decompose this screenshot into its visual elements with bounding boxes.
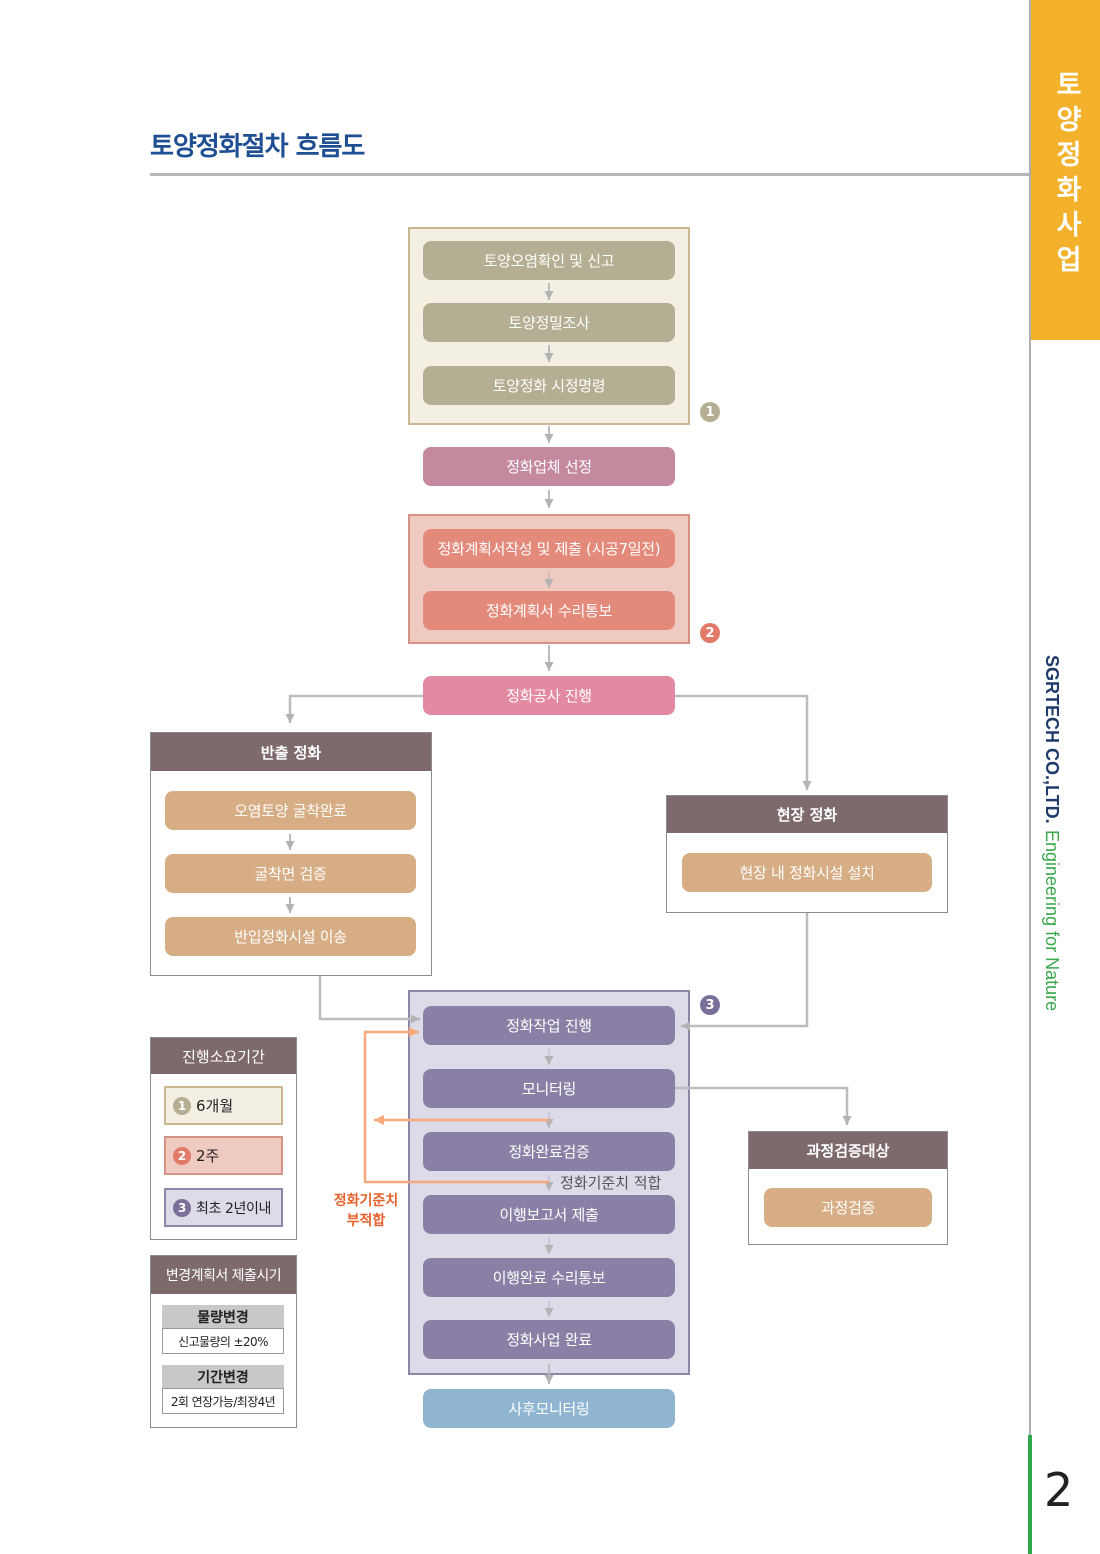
step-transfer-to-facility: 반입정화시설 이송: [165, 917, 416, 956]
change-plan-item-value: 2회 연장가능/최장4년: [162, 1388, 284, 1414]
step-construction: 정화공사 진행: [423, 676, 675, 715]
step-detailed-survey: 토양정밀조사: [423, 303, 675, 342]
legend-duration-value: 최초 2년이내: [196, 1200, 271, 1217]
page-number: 2: [1044, 1463, 1074, 1517]
process-verification-title: 과정검증대상: [749, 1132, 947, 1169]
step-completion-verification: 정화완료검증: [423, 1132, 675, 1171]
duration-legend-item: 1 6개월: [164, 1086, 283, 1125]
step-excavation-complete: 오염토양 굴착완료: [165, 791, 416, 830]
stage3-badge: 3: [700, 995, 720, 1015]
onsite-panel-title: 현장 정화: [667, 796, 947, 833]
legend-duration-value: 6개월: [196, 1097, 234, 1115]
step-report-submission: 이행보고서 제출: [423, 1195, 675, 1234]
fail-criteria-label-line1: 정화기준치: [333, 1193, 399, 1209]
legend-badge: 3: [173, 1198, 191, 1217]
process-verification-connector: [675, 1086, 852, 1125]
offsite-panel-title: 반출 정화: [151, 733, 431, 771]
step-aftercare-monitoring: 사후모니터링: [423, 1389, 675, 1428]
fail-criteria-label-line2: 부적합: [346, 1213, 386, 1229]
merge-connector-offsite: [318, 976, 420, 1024]
step-remediation-work: 정화작업 진행: [423, 1006, 675, 1045]
change-plan-item-label: 물량변경: [162, 1305, 284, 1328]
step-contractor-selection: 정화업체 선정: [423, 447, 675, 486]
step-plan-acceptance: 정화계획서 수리통보: [423, 591, 675, 630]
change-plan-item-value: 신고물량의 ±20%: [162, 1328, 284, 1354]
legend-badge: 2: [173, 1146, 191, 1165]
duration-legend-item: 2 2주: [164, 1136, 283, 1175]
page-title: 토양정화절차 흐름도: [150, 132, 365, 162]
legend-duration-value: 2주: [196, 1147, 220, 1165]
change-plan-item-label: 기간변경: [162, 1365, 284, 1388]
change-plan-legend-title: 변경계획서 제출시기: [151, 1256, 296, 1294]
sidebar-divider: [1029, 0, 1031, 1554]
step-project-complete: 정화사업 완료: [423, 1320, 675, 1359]
branch-connector-onsite: [675, 694, 812, 790]
company-name: SGRTECH CO.,LTD.: [1042, 655, 1062, 824]
stage2-badge: 2: [700, 623, 720, 643]
pass-criteria-label: 정화기준치 적합: [560, 1174, 662, 1192]
section-tab-label: 토양정화사업: [1050, 70, 1082, 280]
step-plan-submission: 정화계획서작성 및 제출 (시공7일전): [423, 529, 675, 568]
stage1-badge: 1: [700, 402, 720, 422]
step-contamination-report: 토양오염확인 및 신고: [423, 241, 675, 280]
fail-criteria-label: 정화기준치 부적합: [322, 1191, 410, 1231]
step-onsite-facility: 현장 내 정화시설 설치: [682, 853, 932, 892]
section-tab: 토양정화사업: [1031, 0, 1100, 340]
duration-legend-title: 진행소요기간: [151, 1038, 296, 1074]
step-remediation-order: 토양정화 시정명령: [423, 366, 675, 405]
legend-badge: 1: [173, 1096, 191, 1115]
title-rule: [150, 173, 1030, 176]
duration-legend-item: 3 최초 2년이내: [164, 1188, 283, 1227]
company-tagline: Engineering for Nature: [1042, 829, 1062, 1011]
step-monitoring: 모니터링: [423, 1069, 675, 1108]
step-excavation-verification: 굴착면 검증: [165, 854, 416, 893]
page-number-accent-bar: [1028, 1435, 1032, 1554]
company-signature: SGRTECH CO.,LTD. Engineering for Nature: [1040, 655, 1064, 1055]
step-completion-acceptance: 이행완료 수리통보: [423, 1258, 675, 1297]
branch-connector-offsite: [285, 694, 423, 723]
step-process-verification: 과정검증: [764, 1188, 932, 1227]
